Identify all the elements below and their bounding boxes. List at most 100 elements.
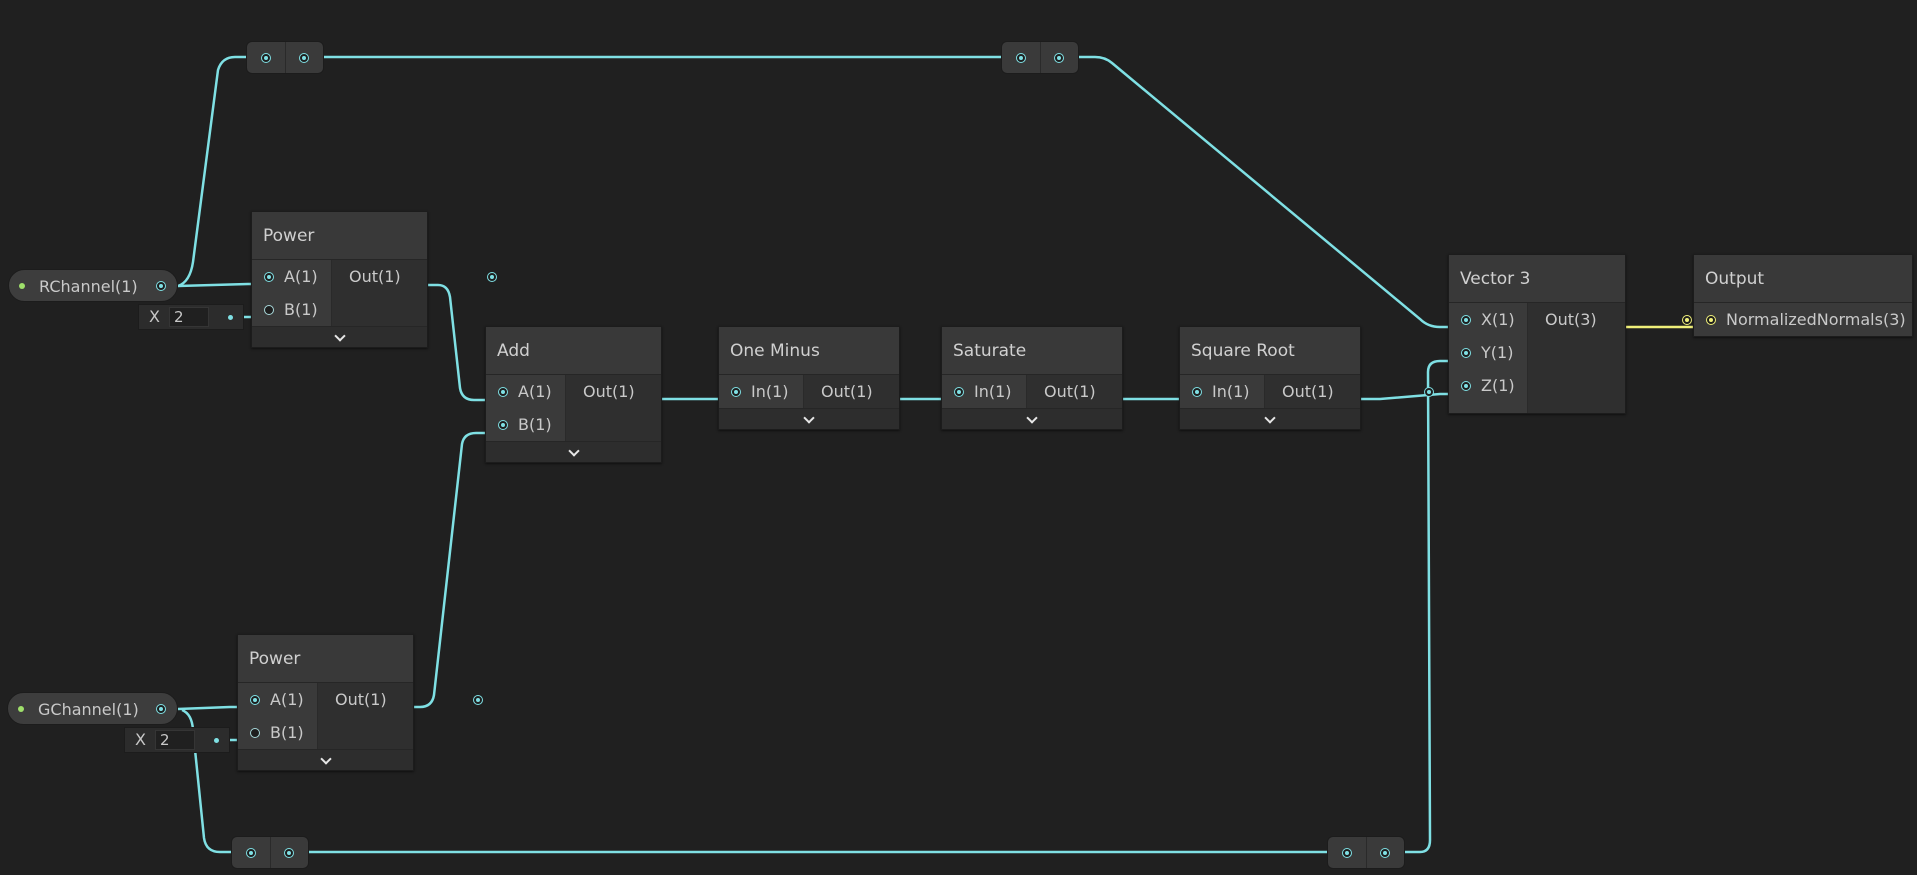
port-out[interactable] (473, 694, 483, 705)
power-node-g[interactable]: Power A(1) B(1) Out(1) (237, 634, 483, 771)
output-port-out: Out(1) (804, 375, 973, 408)
port-label: Out(1) (335, 690, 387, 709)
port-in[interactable] (1192, 386, 1202, 397)
port-label: Out(1) (1044, 382, 1096, 401)
property-output-port[interactable] (156, 280, 166, 291)
port-a[interactable] (264, 271, 274, 282)
port-label: In(1) (1212, 382, 1250, 401)
reroute-node-top-right[interactable] (1001, 41, 1079, 74)
chevron-down-icon (1026, 412, 1038, 424)
node-title: Power (252, 212, 427, 260)
vector3-node[interactable]: Vector 3 X(1) Y(1) Z(1) Out(3) (1448, 254, 1692, 414)
add-node[interactable]: Add A(1) B(1) Out(1) (485, 326, 731, 463)
inline-input-power-r-b[interactable]: X 2 (138, 304, 244, 330)
node-title: Square Root (1180, 327, 1360, 375)
port-in[interactable] (731, 386, 741, 397)
reroute-node-top-left[interactable] (246, 41, 324, 74)
port-label: B(1) (270, 723, 304, 742)
port-a[interactable] (498, 386, 508, 397)
property-output-port[interactable] (156, 703, 166, 714)
port-normalized-normals[interactable] (1706, 314, 1716, 325)
property-node-gchannel[interactable]: GChannel(1) (7, 692, 178, 725)
property-indicator-dot (18, 706, 24, 712)
inline-input-power-g-b[interactable]: X 2 (124, 727, 230, 753)
node-title: Power (238, 635, 413, 683)
node-title: Output (1694, 255, 1912, 303)
input-port-b: B(1) (252, 293, 331, 326)
port-label: In(1) (974, 382, 1012, 401)
reroute-input-port[interactable] (1342, 847, 1352, 858)
node-title: Saturate (942, 327, 1122, 375)
port-label: Out(1) (1282, 382, 1334, 401)
port-label: Out(3) (1545, 310, 1597, 329)
property-node-rchannel[interactable]: RChannel(1) (8, 269, 178, 302)
reroute-node-bottom-right[interactable] (1327, 836, 1405, 869)
input-port-in: In(1) (719, 375, 803, 408)
input-port-z: Z(1) (1449, 369, 1527, 402)
square-root-node[interactable]: Square Root In(1) Out(1) (1179, 326, 1434, 430)
port-b[interactable] (264, 304, 274, 315)
node-expand-toggle[interactable] (719, 408, 899, 429)
output-port-out: Out(1) (1265, 375, 1434, 408)
port-z[interactable] (1461, 380, 1471, 391)
port-b[interactable] (250, 727, 260, 738)
port-label: Out(1) (821, 382, 873, 401)
reroute-output-port[interactable] (299, 52, 309, 63)
wire-rchannel-to-reroute-top (177, 55, 260, 288)
port-label: Y(1) (1481, 343, 1514, 362)
reroute-input-port[interactable] (261, 52, 271, 63)
inline-value-field[interactable]: 2 (169, 307, 209, 327)
inline-connector-dot (228, 315, 233, 320)
saturate-node[interactable]: Saturate In(1) Out(1) (941, 326, 1196, 430)
port-out[interactable] (1424, 386, 1434, 397)
inline-value-field[interactable]: 2 (155, 730, 195, 750)
property-label: RChannel(1) (39, 277, 138, 296)
port-out[interactable] (487, 271, 497, 282)
node-expand-toggle[interactable] (486, 441, 661, 462)
wire-square-root-to-vector3-z (1343, 392, 1465, 401)
inline-axis-label: X (135, 730, 146, 749)
input-port-b: B(1) (238, 716, 317, 749)
input-port-y: Y(1) (1449, 336, 1527, 369)
port-b[interactable] (498, 419, 508, 430)
port-a[interactable] (250, 694, 260, 705)
port-x[interactable] (1461, 314, 1471, 325)
port-label: Out(1) (349, 267, 401, 286)
input-port-a: A(1) (486, 375, 565, 408)
reroute-input-port[interactable] (246, 847, 256, 858)
reroute-output-port[interactable] (284, 847, 294, 858)
port-label: B(1) (518, 415, 552, 434)
inline-connector-dot (214, 738, 219, 743)
node-expand-toggle[interactable] (1180, 408, 1360, 429)
port-label: In(1) (751, 382, 789, 401)
port-label: B(1) (284, 300, 318, 319)
chevron-down-icon (319, 753, 332, 765)
input-port-in: In(1) (942, 375, 1026, 408)
chevron-down-icon (1264, 412, 1276, 424)
chevron-down-icon (803, 412, 815, 424)
reroute-output-port[interactable] (1380, 847, 1390, 858)
port-out[interactable] (1682, 314, 1692, 325)
node-title: Add (486, 327, 661, 375)
output-port-out: Out(1) (566, 375, 731, 408)
node-expand-toggle[interactable] (252, 326, 427, 347)
power-node-r[interactable]: Power A(1) B(1) Out(1) (251, 211, 497, 348)
reroute-output-port[interactable] (1054, 52, 1064, 63)
reroute-input-port[interactable] (1016, 52, 1026, 63)
chevron-down-icon (333, 330, 346, 342)
reroute-node-bottom-left[interactable] (231, 836, 309, 869)
output-port-out: Out(3) (1528, 303, 1692, 336)
port-label: NormalizedNormals(3) (1726, 310, 1906, 329)
port-in[interactable] (954, 386, 964, 397)
wire-power-g-to-add-b (396, 431, 501, 709)
wire-reroute-bottom-to-vector3-y (1392, 359, 1465, 854)
wire-power-r-to-add-a (410, 283, 501, 402)
output-node[interactable]: Output NormalizedNormals(3) (1693, 254, 1913, 337)
node-expand-toggle[interactable] (238, 749, 413, 770)
one-minus-node[interactable]: One Minus In(1) Out(1) (718, 326, 973, 430)
node-expand-toggle[interactable] (942, 408, 1122, 429)
node-title: One Minus (719, 327, 899, 375)
port-label: Out(1) (583, 382, 635, 401)
port-y[interactable] (1461, 347, 1471, 358)
port-label: A(1) (270, 690, 304, 709)
